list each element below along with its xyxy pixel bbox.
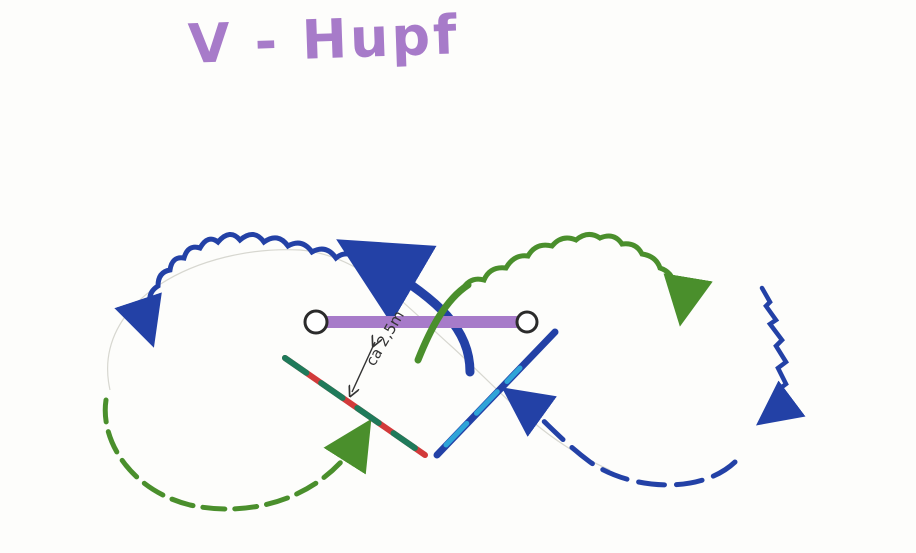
v-line-left-teal — [282, 355, 428, 458]
pole-circle-right — [515, 310, 539, 334]
diagram-title: V - Hupf — [186, 3, 461, 76]
pencil-guideline — [107, 249, 611, 471]
distance-arrow — [352, 342, 375, 392]
v-line-right-cyan — [443, 365, 523, 448]
right-loop-blue-dashed-path — [501, 387, 738, 488]
left-loop-blue-path — [114, 232, 363, 348]
crossing-blue-stroke — [336, 239, 475, 377]
pole-circle-left — [303, 309, 329, 335]
right-loop-green-path — [459, 232, 713, 327]
left-loop-green-dashed-path — [102, 397, 372, 512]
right-loop-blue-jagged-path — [756, 285, 806, 426]
